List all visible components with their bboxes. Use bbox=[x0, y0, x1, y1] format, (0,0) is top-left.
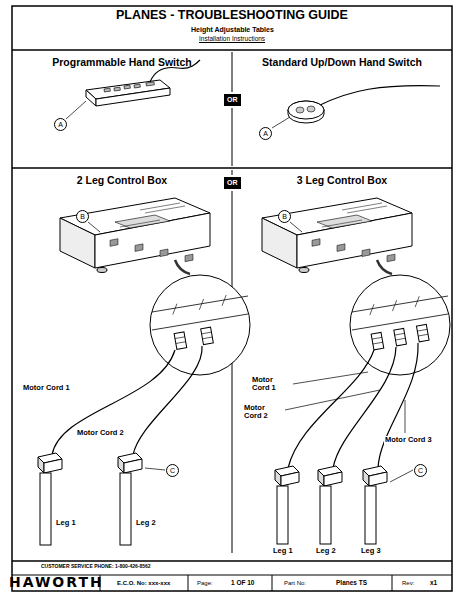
callout-letter: A bbox=[259, 127, 272, 140]
subtitle: Height Adjustable Tables bbox=[191, 26, 274, 34]
callout-letter: B bbox=[278, 210, 291, 223]
phone-note: CUSTOMER SERVICE PHONE: 1-800-426-8562 bbox=[41, 564, 151, 570]
cord-label: Motor Cord 2 bbox=[76, 429, 125, 437]
leg-label: Leg 1 bbox=[56, 519, 76, 527]
leg-label: Leg 2 bbox=[136, 519, 156, 527]
panel: Programmable Hand Switch bbox=[12, 52, 232, 168]
footer-cell: x1 bbox=[430, 579, 437, 586]
panel: 2 Leg Control Box bbox=[12, 170, 232, 555]
panel-heading: Programmable Hand Switch bbox=[12, 56, 232, 68]
callout-letter: B bbox=[76, 210, 89, 223]
page-title: PLANES - TROUBLESHOOTING GUIDE bbox=[116, 9, 348, 23]
panel-heading: 3 Leg Control Box bbox=[232, 174, 452, 186]
cord-label: Motor Cord 3 bbox=[384, 436, 433, 444]
or-badge: OR bbox=[224, 94, 241, 106]
cord-label: Motor Cord 2 bbox=[243, 404, 281, 421]
footer-cell: Part No: bbox=[284, 580, 306, 587]
leg-label: Leg 2 bbox=[316, 547, 336, 555]
panel-heading: 2 Leg Control Box bbox=[12, 174, 232, 186]
subtitle-link: Installation Instructions bbox=[199, 35, 265, 42]
panel: 3 Leg Control Box bbox=[232, 170, 452, 555]
footer-cell: Planes TS bbox=[336, 579, 367, 586]
callout-letter: C bbox=[166, 464, 179, 477]
leg-label: Leg 3 bbox=[361, 547, 381, 555]
brand-logo: HAWORTH bbox=[9, 575, 104, 590]
footer-cell: 1 OF 10 bbox=[231, 579, 254, 586]
footer-cell: Page: bbox=[197, 580, 213, 587]
callout-letter: A bbox=[54, 118, 67, 131]
cord-label: Motor Cord 1 bbox=[22, 384, 71, 392]
panel: Standard Up/Down Hand Switch bbox=[232, 52, 452, 168]
footer-cell: Rev: bbox=[402, 580, 414, 587]
footer-cell: E.C.O. No: xxx-xxx bbox=[117, 580, 170, 587]
or-badge: OR bbox=[224, 177, 241, 189]
callout-letter: C bbox=[414, 464, 427, 477]
panel-heading: Standard Up/Down Hand Switch bbox=[232, 56, 452, 68]
leg-label: Leg 1 bbox=[273, 547, 293, 555]
cord-label: Motor Cord 1 bbox=[251, 376, 289, 393]
